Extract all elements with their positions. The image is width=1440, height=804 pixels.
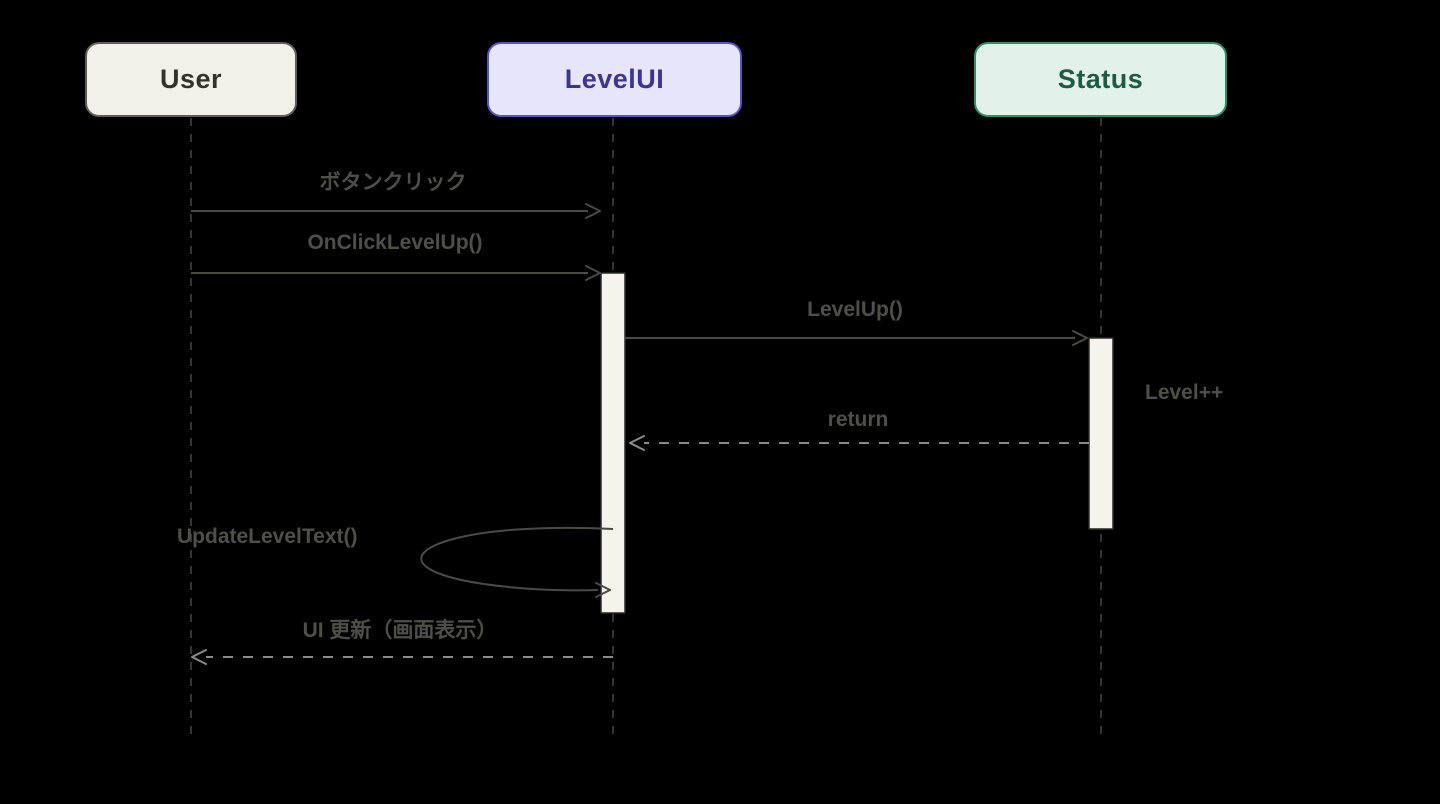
arrowhead-return <box>629 435 645 451</box>
actor-box-status: Status <box>974 42 1227 117</box>
activation-bar-status <box>1088 337 1114 530</box>
arrowhead-levelup <box>1072 330 1088 346</box>
message-label-levelup: LevelUp() <box>807 298 903 321</box>
self-loop-updateleveltext <box>420 526 614 592</box>
arrowhead-onclicklevelup <box>585 265 601 281</box>
actor-box-levelui: LevelUI <box>487 42 742 117</box>
message-label-ui-update: UI 更新（画面表示） <box>302 619 498 642</box>
message-label-level-increment: Level++ <box>1145 381 1224 404</box>
actor-label-status: Status <box>1057 64 1144 94</box>
actor-label-user: User <box>159 64 223 94</box>
message-label-updateleveltext: UpdateLevelText() <box>177 525 358 548</box>
activation-bar-levelui <box>600 272 626 614</box>
arrowhead-button-click <box>585 203 601 219</box>
message-label-button-click: ボタンクリック <box>319 171 467 194</box>
message-label-onclicklevelup: OnClickLevelUp() <box>307 231 483 254</box>
actor-label-levelui: LevelUI <box>564 64 665 94</box>
arrowhead-ui-update <box>191 649 207 665</box>
message-label-return: return <box>827 408 889 431</box>
actor-box-user: User <box>85 42 297 117</box>
arrowhead-updateleveltext <box>595 582 611 598</box>
